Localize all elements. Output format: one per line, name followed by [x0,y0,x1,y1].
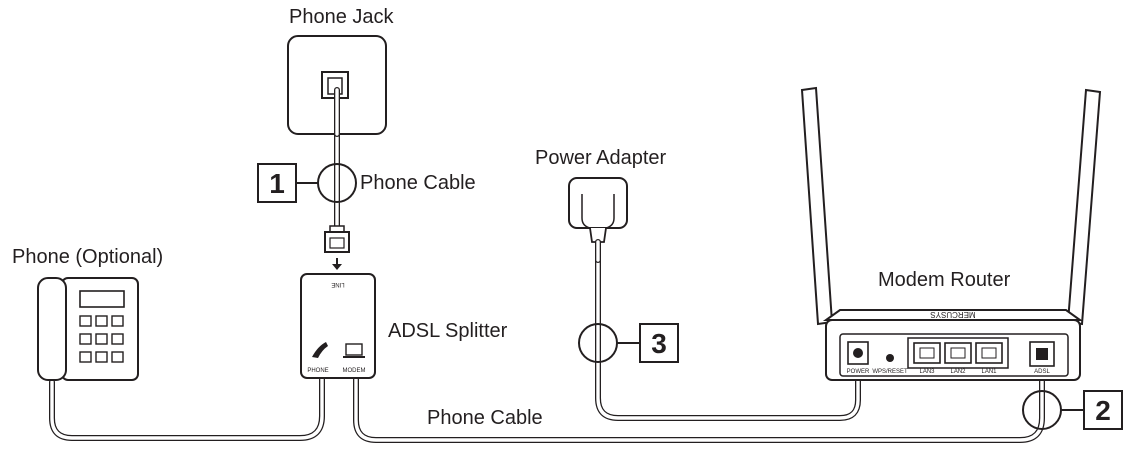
splitter-phone-port-label: PHONE [307,368,328,374]
router-lan1-label: LAN1 [981,369,997,375]
telephone [37,277,139,381]
cable-power-to-router [595,247,861,421]
keypad [79,315,124,363]
cable-splitter-to-router [353,359,1045,443]
phone-jack-label: Phone Jack [289,6,395,28]
splitter-line-label: LINE [331,281,344,287]
router-power-label: POWER [847,369,870,375]
cable-phone-to-splitter [49,375,325,441]
adsl-splitter-label: ADSL Splitter [388,320,508,342]
router-power-port [847,341,869,365]
phone-optional-label: Phone (Optional) [12,246,163,268]
power-adapter-label: Power Adapter [535,147,667,169]
phone-cable-top-label: Phone Cable [360,172,476,194]
step2-number: 2 [1095,395,1111,426]
phone-cable-bottom-label: Phone Cable [427,407,543,429]
handset-icon [312,342,328,358]
lan-port-1 [975,342,1003,364]
lan-port-3 [913,342,941,364]
step2-marker [1022,390,1123,430]
step3-marker [578,323,679,363]
step3-number: 3 [651,328,667,359]
router-adsl-port [1029,341,1055,367]
lan-port-2 [944,342,972,364]
rj11-plug [324,225,350,270]
adsl-splitter: LINE PHONE MODEM [300,273,376,379]
step1-marker [257,163,357,203]
modem-router-label: Modem Router [878,269,1011,291]
laptop-icon [343,343,365,358]
wps-reset-button [886,354,894,362]
splitter-modem-port-label: MODEM [343,368,366,374]
router-lan2-label: LAN2 [950,369,966,375]
router-lan3-label: LAN3 [919,369,935,375]
router-wps-label: WPS/RESET [872,369,908,375]
step1-number: 1 [269,168,285,199]
modem-router: MERCUSYS POWER WPS/RESET LAN [800,86,1102,381]
power-adapter [568,177,628,263]
router-adsl-label: ADSL [1034,369,1050,375]
phone-jack [287,35,387,137]
router-brand: MERCUSYS [930,310,975,319]
